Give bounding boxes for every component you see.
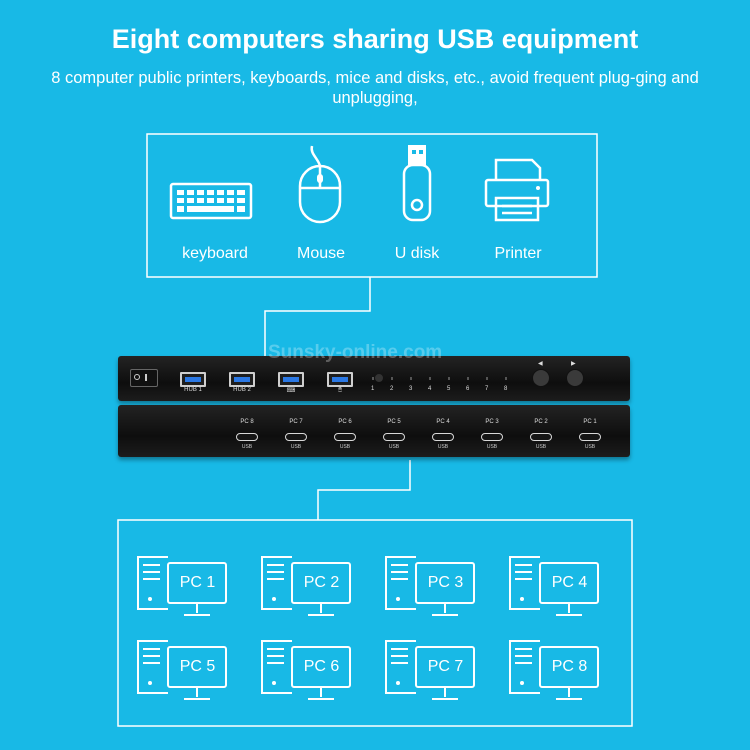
connector-bottom xyxy=(317,460,411,520)
power-switch[interactable] xyxy=(130,369,158,387)
mouse-port-icon: 🖱 xyxy=(338,387,342,393)
keyboard-icon xyxy=(169,182,253,220)
ir-sensor xyxy=(375,374,383,382)
channel-led-6 xyxy=(467,377,469,380)
usb-port-label: USB xyxy=(535,444,547,450)
kvm-switch-rear: PC 8 USB PC 7 USB PC 6 USB PC 5 USB PC 4 USB PC 3 U… xyxy=(118,405,630,457)
channel-number-1: 1 xyxy=(371,386,375,392)
computer-label: PC 8 xyxy=(551,658,588,675)
usb-port-label: USB xyxy=(339,444,351,450)
computer-label: PC 7 xyxy=(427,658,464,675)
usb-c-port[interactable] xyxy=(579,433,601,441)
usb-c-port[interactable] xyxy=(383,433,405,441)
computer-label: PC 6 xyxy=(303,658,340,675)
channel-number-4: 4 xyxy=(428,386,432,392)
keyboard-port-icon: ⌨ xyxy=(286,388,296,394)
rear-port-label: PC 4 xyxy=(436,419,450,425)
computer-icon xyxy=(137,640,227,700)
usb-c-port[interactable] xyxy=(236,433,258,441)
computer-icon xyxy=(137,556,227,616)
rear-port-label: PC 8 xyxy=(240,419,254,425)
usb-port-hub2[interactable] xyxy=(229,372,255,387)
peripheral-label-keyboard: keyboard xyxy=(182,245,248,262)
next-button[interactable] xyxy=(566,369,584,387)
usb-port-keyboard[interactable] xyxy=(278,372,304,387)
usb-port-label: USB xyxy=(486,444,498,450)
computer-label: PC 1 xyxy=(179,574,216,591)
rear-port-label: PC 3 xyxy=(485,419,499,425)
channel-led-3 xyxy=(410,377,412,380)
prev-arrow-icon: ◀ xyxy=(538,361,543,367)
watermark: Sunsky-online.com xyxy=(268,342,443,363)
usb-c-port[interactable] xyxy=(530,433,552,441)
prev-button[interactable] xyxy=(532,369,550,387)
peripheral-box xyxy=(146,133,598,278)
usb-c-port[interactable] xyxy=(432,433,454,441)
channel-led-8 xyxy=(505,377,507,380)
printer-icon xyxy=(484,158,550,222)
computers-box xyxy=(117,519,633,727)
computer-label: PC 3 xyxy=(427,574,464,591)
computer-icon xyxy=(261,640,351,700)
usb-port-label: USB xyxy=(584,444,596,450)
usb-c-port[interactable] xyxy=(481,433,503,441)
computer-icon xyxy=(509,640,599,700)
usb-disk-icon xyxy=(402,145,432,222)
usb-port-mouse[interactable] xyxy=(327,372,353,387)
port-label-hub2: HUB 2 xyxy=(233,387,251,393)
page-subtitle: 8 computer public printers, keyboards, m… xyxy=(51,69,699,107)
channel-led-5 xyxy=(448,377,450,380)
channel-number-8: 8 xyxy=(504,386,508,392)
computer-icon xyxy=(385,640,475,700)
channel-number-2: 2 xyxy=(390,386,394,392)
usb-port-label: USB xyxy=(241,444,253,450)
next-arrow-icon: ▶ xyxy=(571,361,576,367)
rear-port-label: PC 6 xyxy=(338,419,352,425)
channel-led-7 xyxy=(486,377,488,380)
mouse-icon xyxy=(298,145,342,224)
rear-port-label: PC 1 xyxy=(583,419,597,425)
channel-number-7: 7 xyxy=(485,386,489,392)
computer-label: PC 2 xyxy=(303,574,340,591)
channel-number-5: 5 xyxy=(447,386,451,392)
usb-port-label: USB xyxy=(388,444,400,450)
channel-number-6: 6 xyxy=(466,386,470,392)
channel-led-2 xyxy=(391,377,393,380)
rear-port-label: PC 7 xyxy=(289,419,303,425)
page-title: Eight computers sharing USB equipment xyxy=(111,24,639,54)
peripheral-label-udisk: U disk xyxy=(394,245,440,262)
channel-led-4 xyxy=(429,377,431,380)
channel-led-1 xyxy=(372,377,374,380)
peripheral-label-mouse: Mouse xyxy=(296,245,346,262)
usb-port-label: USB xyxy=(290,444,302,450)
rear-port-label: PC 5 xyxy=(387,419,401,425)
connector-top xyxy=(264,277,371,358)
computer-icon xyxy=(261,556,351,616)
kvm-switch-front: HUB 1 HUB 2 ⌨ 🖱 1 2 3 4 5 6 7 8 ◀ ▶ xyxy=(118,356,630,401)
computer-label: PC 5 xyxy=(179,658,216,675)
rear-port-label: PC 2 xyxy=(534,419,548,425)
computer-icon xyxy=(385,556,475,616)
peripheral-label-printer: Printer xyxy=(494,245,542,262)
computer-icon xyxy=(509,556,599,616)
port-label-hub1: HUB 1 xyxy=(184,387,202,393)
computer-label: PC 4 xyxy=(551,574,588,591)
channel-number-3: 3 xyxy=(409,386,413,392)
usb-c-port[interactable] xyxy=(285,433,307,441)
usb-port-hub1[interactable] xyxy=(180,372,206,387)
usb-port-label: USB xyxy=(437,444,449,450)
usb-c-port[interactable] xyxy=(334,433,356,441)
